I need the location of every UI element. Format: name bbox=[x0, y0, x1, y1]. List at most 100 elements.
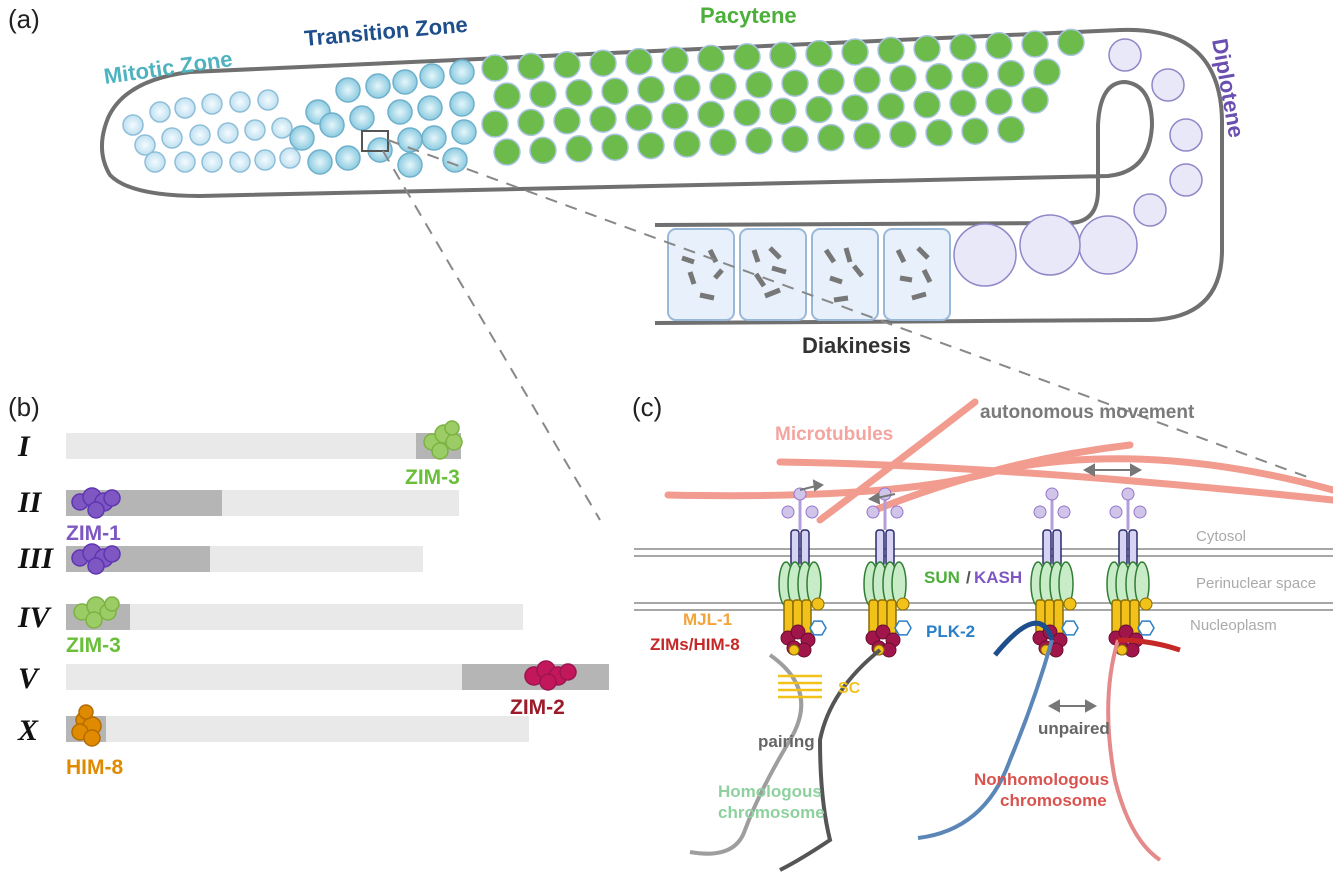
germ-cell bbox=[387, 99, 413, 125]
panel-a-label: (a) bbox=[8, 4, 40, 34]
kash-head bbox=[805, 505, 819, 519]
diakinesis-label: Diakinesis bbox=[802, 333, 911, 358]
germ-cell bbox=[1021, 86, 1049, 114]
kash-head bbox=[1121, 487, 1135, 501]
germ-cell bbox=[134, 134, 156, 156]
germ-cell bbox=[553, 51, 581, 79]
germ-cell bbox=[745, 71, 773, 99]
kash-domain bbox=[1052, 529, 1062, 567]
germ-cell bbox=[217, 122, 239, 144]
germ-cell bbox=[817, 67, 845, 96]
germ-cell bbox=[1019, 214, 1081, 276]
germ-cell bbox=[349, 105, 375, 131]
germ-cell bbox=[229, 91, 251, 113]
homologous-label-1: Homologous bbox=[718, 782, 822, 801]
germ-cell bbox=[1021, 30, 1049, 58]
germ-cell bbox=[335, 77, 361, 103]
germ-cell bbox=[189, 124, 211, 146]
germ-cell bbox=[601, 133, 629, 161]
germ-cell bbox=[841, 38, 869, 66]
germ-cell bbox=[673, 130, 701, 158]
gonad-outline bbox=[100, 27, 1224, 325]
sun-kash-slash: / bbox=[966, 568, 971, 587]
germ-cell bbox=[1078, 215, 1138, 275]
germ-cell bbox=[517, 52, 545, 81]
pachytene-label: Pacytene bbox=[700, 3, 797, 28]
germ-cell bbox=[709, 72, 737, 101]
germ-cell bbox=[913, 35, 941, 63]
germ-cell bbox=[421, 125, 447, 151]
kash-domain bbox=[800, 529, 810, 567]
germ-cell bbox=[161, 127, 183, 149]
phospho-marker bbox=[896, 597, 910, 611]
kash-domain bbox=[1042, 529, 1052, 567]
microtubules-label: Microtubules bbox=[775, 424, 893, 445]
germ-cell bbox=[449, 59, 475, 85]
germ-cell bbox=[335, 145, 361, 171]
kash-domain bbox=[1118, 529, 1128, 567]
phospho-marker bbox=[811, 597, 825, 611]
perinuclear-space-label: Perinuclear space bbox=[1196, 575, 1316, 592]
kash-head bbox=[890, 505, 904, 519]
germ-cell bbox=[417, 95, 443, 121]
phospho-marker bbox=[1063, 597, 1077, 611]
germ-cell bbox=[397, 152, 423, 178]
zim2-label: ZIM-2 bbox=[510, 696, 565, 719]
zoom-line-right bbox=[387, 139, 1311, 479]
germ-cell bbox=[174, 151, 196, 173]
nucleoplasm-label: Nucleoplasm bbox=[1190, 617, 1277, 634]
plk2-hexagon bbox=[894, 620, 912, 636]
zim3-label-I: ZIM-3 bbox=[405, 466, 460, 489]
germ-cell bbox=[1108, 38, 1142, 72]
germ-cell bbox=[517, 108, 545, 137]
chromosome-III-label: III bbox=[17, 542, 54, 575]
unpaired-label: unpaired bbox=[1038, 719, 1110, 738]
germ-cell bbox=[201, 151, 223, 173]
germ-cell bbox=[289, 125, 315, 151]
chromosome-V-label: V bbox=[18, 662, 41, 695]
germ-cell bbox=[949, 89, 977, 117]
diplotene-label: Diplotene bbox=[1207, 37, 1249, 140]
kash-domain bbox=[1128, 529, 1138, 567]
germ-cell bbox=[769, 97, 797, 125]
kash-head bbox=[1133, 505, 1147, 519]
panel-c-label: (c) bbox=[632, 392, 662, 422]
germ-cell bbox=[174, 97, 196, 119]
germ-cell bbox=[201, 93, 223, 115]
germ-cell bbox=[529, 136, 557, 165]
zim-cluster bbox=[875, 624, 891, 640]
germ-cell bbox=[985, 31, 1013, 60]
germ-cell bbox=[805, 95, 833, 124]
germ-cell bbox=[589, 105, 617, 133]
germ-cell bbox=[565, 135, 593, 163]
germ-cell bbox=[661, 46, 689, 74]
germ-cell bbox=[279, 147, 301, 169]
germ-cell bbox=[625, 47, 653, 76]
germ-cell bbox=[805, 39, 833, 68]
germ-cell bbox=[529, 80, 557, 109]
germ-cell bbox=[244, 119, 266, 141]
sc-label: SC bbox=[838, 680, 861, 697]
plk2-hexagon bbox=[1061, 620, 1079, 636]
germ-cell bbox=[637, 75, 665, 104]
germ-cell bbox=[889, 120, 917, 149]
germ-cell bbox=[889, 64, 917, 93]
diakinesis-cells bbox=[667, 228, 951, 321]
zim3-label-IV: ZIM-3 bbox=[66, 634, 121, 657]
chromosome-bars bbox=[66, 433, 609, 742]
plk2-hexagon bbox=[809, 620, 827, 636]
germ-cell bbox=[961, 117, 989, 145]
germ-cell bbox=[254, 149, 276, 171]
chromosome-I-label: I bbox=[17, 430, 31, 463]
nonhomologous-label-1: Nonhomologous bbox=[974, 770, 1109, 789]
germ-cell bbox=[745, 127, 773, 155]
kash-head bbox=[1045, 487, 1059, 501]
cytosol-label: Cytosol bbox=[1196, 528, 1246, 545]
zoom-line-left bbox=[382, 150, 601, 521]
germ-cell bbox=[733, 99, 761, 127]
kash-domain bbox=[875, 529, 885, 567]
germ-cell bbox=[697, 44, 725, 73]
germ-cell bbox=[271, 117, 293, 139]
zim-protein-clusters bbox=[71, 420, 577, 747]
germ-cell bbox=[307, 149, 333, 175]
